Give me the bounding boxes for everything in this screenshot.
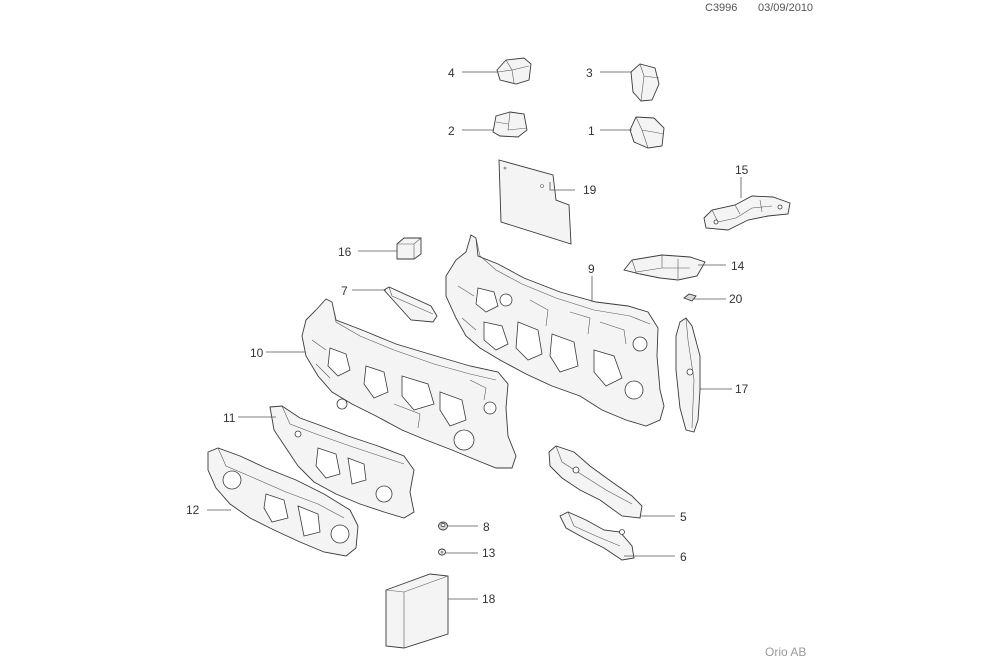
part-6[interactable] — [559, 511, 635, 561]
drawing-code: C3996 — [705, 2, 738, 14]
part-3[interactable] — [630, 63, 660, 102]
callout-3[interactable]: 3 — [586, 66, 593, 80]
callout-1[interactable]: 1 — [588, 124, 595, 138]
callout-8[interactable]: 8 — [483, 520, 490, 534]
callout-11[interactable]: 11 — [223, 411, 236, 425]
callout-7[interactable]: 7 — [341, 284, 348, 298]
callout-2[interactable]: 2 — [448, 124, 455, 138]
callout-4[interactable]: 4 — [448, 66, 455, 80]
part-16[interactable] — [396, 237, 422, 260]
part-1[interactable] — [629, 116, 665, 149]
part-18[interactable] — [385, 573, 449, 649]
callout-15[interactable]: 15 — [735, 163, 749, 177]
part-8[interactable] — [438, 521, 448, 531]
callout-18[interactable]: 18 — [482, 592, 496, 606]
part-20[interactable] — [683, 293, 697, 302]
brand-footer: Orio AB — [765, 645, 807, 659]
callout-labels: 4 3 2 1 19 15 16 14 7 9 20 10 17 11 12 5… — [186, 66, 749, 606]
part-10[interactable] — [301, 298, 517, 469]
part-13[interactable] — [438, 548, 446, 556]
callout-17[interactable]: 17 — [735, 382, 749, 396]
leader-lines — [207, 71, 742, 600]
part-9[interactable] — [445, 234, 665, 427]
callout-16[interactable]: 16 — [338, 245, 352, 259]
callout-10[interactable]: 10 — [250, 346, 264, 360]
part-14[interactable] — [623, 254, 706, 281]
callout-20[interactable]: 20 — [729, 292, 743, 306]
callout-12[interactable]: 12 — [186, 503, 200, 517]
callout-6[interactable]: 6 — [680, 550, 687, 564]
part-4[interactable] — [496, 57, 532, 85]
part-5[interactable] — [548, 445, 643, 519]
part-15[interactable] — [703, 195, 791, 231]
callout-19[interactable]: 19 — [583, 183, 597, 197]
part-11[interactable] — [269, 405, 415, 519]
callout-14[interactable]: 14 — [731, 259, 745, 273]
part-12[interactable] — [207, 447, 359, 557]
drawing-date: 03/09/2010 — [758, 2, 814, 14]
part-19[interactable] — [498, 159, 572, 245]
callout-13[interactable]: 13 — [482, 546, 496, 560]
part-7[interactable] — [383, 286, 438, 323]
part-2[interactable] — [492, 111, 528, 138]
callout-5[interactable]: 5 — [680, 510, 687, 524]
callout-9[interactable]: 9 — [588, 262, 595, 276]
part-17[interactable] — [675, 317, 701, 433]
